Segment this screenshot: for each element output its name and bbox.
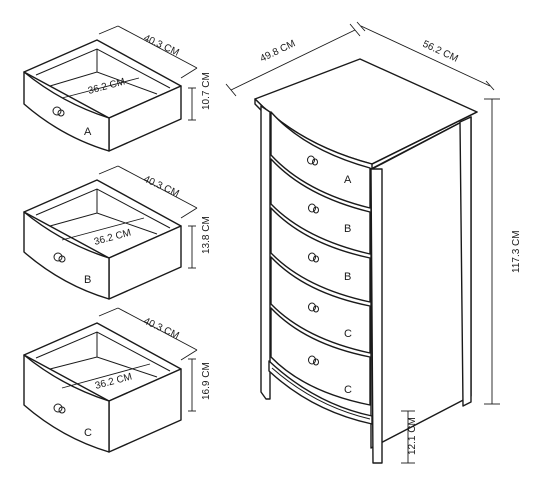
- chest-drawer-1-letter: A: [344, 174, 352, 186]
- drawer-b-width-label: 40.3 CM: [142, 174, 181, 200]
- drawer-b-illustration: B 36.2 CM 40.3 CM 13.8 CM: [23, 165, 212, 300]
- drawer-b-height-label: 13.8 CM: [201, 216, 212, 254]
- chest-leg-height-label: 12.1 CM: [407, 417, 418, 455]
- drawer-a-height-label: 10.7 CM: [201, 72, 212, 110]
- chest-depth-label: 56.2 CM: [421, 39, 460, 65]
- drawer-a-width-label: 40.3 CM: [142, 33, 181, 59]
- chest-illustration: A B B C C 49.8 CM 56.2 CM 117.3 CM 12.1 …: [225, 21, 522, 464]
- chest-drawer-3-letter: B: [344, 271, 351, 283]
- drawer-c-height-label: 16.9 CM: [201, 362, 212, 400]
- drawer-a-illustration: A 36.2 CM 40.3 CM 10.7 CM: [23, 25, 212, 152]
- chest-height-label: 117.3 CM: [511, 230, 522, 273]
- drawer-c-illustration: C 36.2 CM 40.3 CM 16.9 CM: [23, 307, 212, 453]
- chest-drawer-4-letter: C: [344, 328, 352, 340]
- drawer-c-letter: C: [84, 427, 92, 439]
- drawer-knob-icon: [307, 155, 319, 366]
- drawer-a-letter: A: [84, 126, 92, 138]
- drawer-c-width-label: 40.3 CM: [142, 316, 181, 342]
- chest-drawer-5-letter: C: [344, 384, 352, 396]
- chest-drawer-2-letter: B: [344, 223, 351, 235]
- drawer-b-letter: B: [84, 274, 91, 286]
